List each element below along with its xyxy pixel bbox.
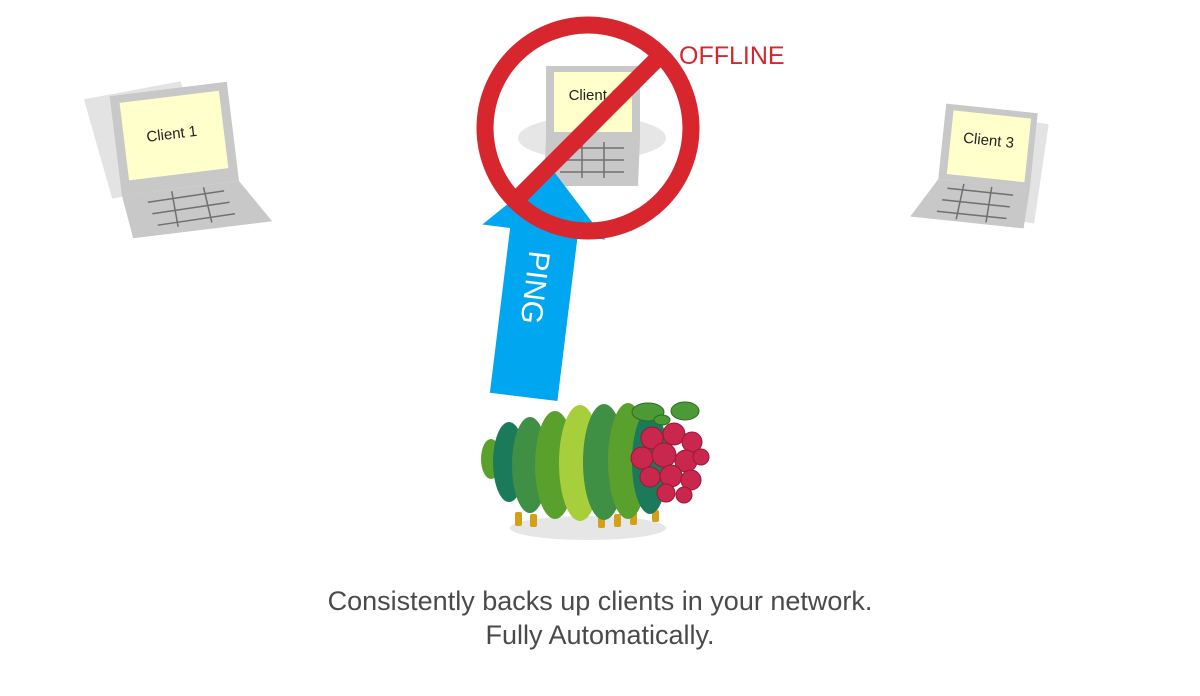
client-3-label: Client 3 — [962, 130, 1014, 152]
offline-label: OFFLINE — [679, 42, 785, 70]
client-3-laptop-icon: Client 3 — [910, 103, 1049, 229]
client-1-label: Client 1 — [146, 123, 199, 146]
caption-line-2: Fully Automatically. — [485, 620, 715, 650]
caption-line-1: Consistently backs up clients in your ne… — [327, 586, 873, 616]
no-entry-sign-icon — [476, 16, 700, 240]
raspberry-icon — [630, 401, 710, 504]
ping-up-arrow-icon: PING — [482, 168, 606, 402]
caterpillar-mascot-icon — [481, 403, 668, 540]
client-1-laptop-icon: Client 1 — [83, 81, 273, 239]
